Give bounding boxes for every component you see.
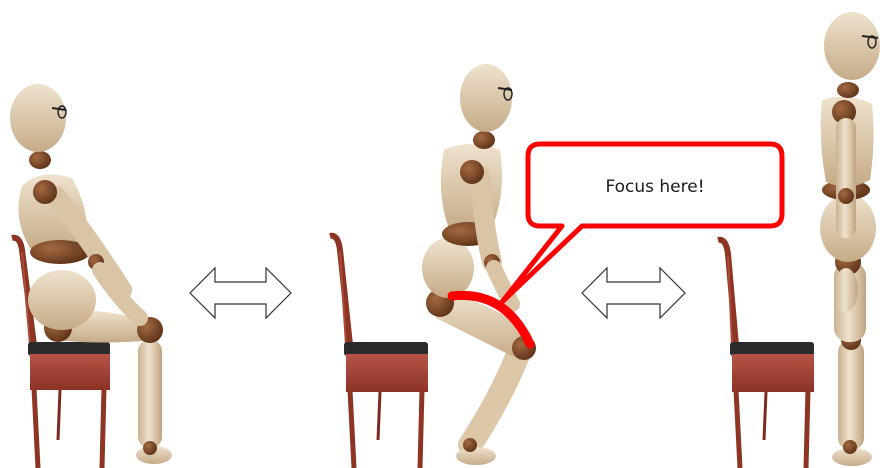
focus-callout: Focus here! xyxy=(502,144,782,302)
callout-text: Focus here! xyxy=(605,177,704,197)
mannequin-standing xyxy=(820,12,880,466)
double-arrow-icon xyxy=(582,268,685,318)
chair-right xyxy=(718,240,814,468)
mannequin-half-squat xyxy=(422,64,536,465)
chair-middle xyxy=(330,236,428,468)
double-arrow-icon xyxy=(190,268,291,318)
